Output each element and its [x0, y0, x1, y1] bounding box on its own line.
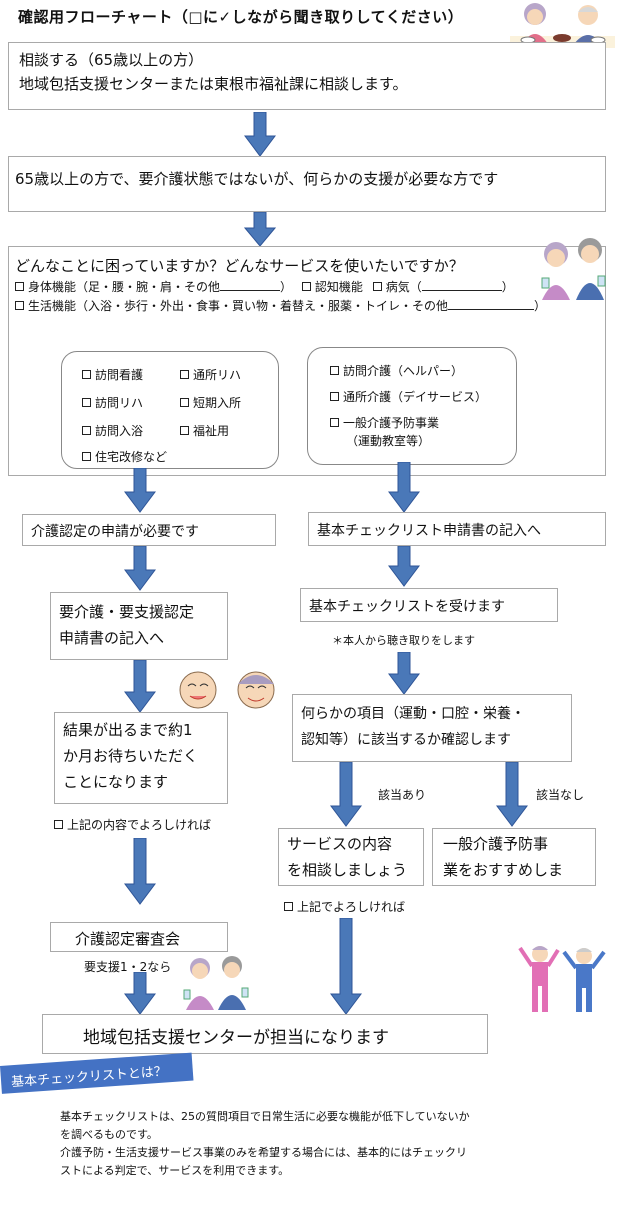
service-item: 通所リハ [180, 366, 241, 383]
needs-box: どんなことに困っていますか？どんなサービスを使いたいですか？ 身体機能（足・腰・… [8, 246, 606, 476]
left-step2-box: 要介護・要支援認定 申請書の記入へ [50, 592, 228, 660]
final-box: 地域包括支援センターが担当になります [42, 1014, 488, 1054]
arrow-down-2 [244, 212, 276, 247]
consult-line1: 相談する（65歳以上の方） [19, 51, 204, 69]
no-box: 一般介護予防事 業をおすすめしま [432, 828, 596, 886]
checkbox-physical[interactable] [15, 282, 24, 291]
right-check: 上記でよろしければ [284, 898, 405, 915]
elderly-couple-medicine-icon [541, 238, 606, 300]
target-text: 65歳以上の方で、要介護状態ではないが、何らかの支援が必要な方です [15, 170, 499, 188]
checklist-ribbon: 基本チェックリストとは？ [0, 1052, 194, 1094]
footer-line3: 介護予防・生活支援サービス事業のみを希望する場合には、基本的にはチェックリ [60, 1146, 467, 1159]
left-check: 上記の内容でよろしければ [54, 816, 211, 833]
service-item: 訪問介護（ヘルパー） [330, 362, 463, 379]
footer-line2: を調べるものです。 [60, 1128, 158, 1141]
arrow-down-left-3 [124, 660, 156, 713]
service-item: 訪問看護 [82, 366, 143, 383]
arrow-down-right-1 [388, 462, 420, 513]
right-step1-box: 基本チェックリスト申請書の記入へ [308, 512, 606, 546]
right-step3-box: 何らかの項目（運動・口腔・栄養・ 認知等）に該当するか確認します [292, 694, 572, 762]
needs-heading: どんなことに困っていますか？どんなサービスを使いたいですか？ [15, 257, 464, 275]
services-left-box: 訪問看護 通所リハ 訪問リハ 短期入所 訪問入浴 福祉用 住宅改修など [61, 351, 279, 469]
service-item: 短期入所 [180, 394, 241, 411]
yes-box: サービスの内容 を相談しましょう [278, 828, 424, 886]
needs-row1: 身体機能（足・腰・腕・肩・その他） 認知機能 病気（） [15, 278, 514, 295]
arrow-down-right-3 [388, 652, 420, 695]
arrow-down-left-2 [124, 546, 156, 591]
service-item-sub: （運動教室等） [346, 434, 431, 448]
checkbox-left-confirm[interactable] [54, 820, 63, 829]
footer-line4: ストによる判定で、サービスを利用できます。 [60, 1164, 290, 1177]
page-title: 確認用フローチャート（□に✓しながら聞き取りしてください） [18, 8, 464, 26]
services-right-box: 訪問介護（ヘルパー） 通所介護（デイサービス） 一般介護予防事業 （運動教室等） [307, 347, 517, 465]
service-item: 福祉用 [180, 422, 229, 439]
footer-line1: 基本チェックリストは、25の質問項目で日常生活に必要な機能が低下していないか [60, 1110, 470, 1123]
right-step2-box: 基本チェックリストを受けます [300, 588, 558, 622]
arrow-down-right-2 [388, 546, 420, 587]
arrow-down-left-1 [124, 468, 156, 513]
checkbox-daily-living[interactable] [15, 301, 24, 310]
arrow-down-1 [244, 112, 276, 157]
arrow-down-left-4 [124, 838, 156, 905]
yes-label: 該当あり [378, 788, 427, 802]
left-step3-box: 結果が出るまで約1 か月お待ちいただく ことになります [54, 712, 228, 804]
service-item: 一般介護予防事業 [330, 414, 439, 431]
left-step4-box: 介護認定審査会 [50, 922, 228, 952]
checkbox-cognitive[interactable] [301, 282, 311, 291]
service-item: 通所介護（デイサービス） [330, 388, 487, 405]
left-step1-box: 介護認定の申請が必要です [22, 514, 276, 546]
service-item: 住宅改修など [82, 448, 167, 465]
arrow-down-right-final [330, 918, 362, 1015]
arrow-down-no [496, 762, 528, 827]
elderly-exercise-icon [518, 946, 606, 1012]
elderly-couple-eating-icon [510, 3, 615, 48]
service-item: 訪問入浴 [82, 422, 143, 439]
service-item: 訪問リハ [82, 394, 143, 411]
needs-row2: 生活機能（入浴・歩行・外出・食事・買い物・着替え・服薬・トイレ・その他） [15, 297, 546, 314]
consult-line2: 地域包括支援センターまたは東根市福祉課に相談します。 [19, 75, 408, 93]
elderly-couple-medicine-icon-2 [183, 956, 249, 1010]
left-note: 要支援1・2なら [84, 960, 172, 974]
checkbox-illness[interactable] [372, 282, 382, 291]
consult-box: 相談する（65歳以上の方） 地域包括支援センターまたは東根市福祉課に相談します。 [8, 42, 606, 110]
right-note: ＊本人から聴き取りをします [332, 634, 475, 647]
checkbox-right-confirm[interactable] [284, 902, 293, 911]
arrow-down-left-5 [124, 972, 156, 1015]
target-box: 65歳以上の方で、要介護状態ではないが、何らかの支援が必要な方です [8, 156, 606, 212]
elderly-faces-icon [179, 671, 275, 709]
arrow-down-yes [330, 762, 362, 827]
no-label: 該当なし [536, 788, 585, 802]
